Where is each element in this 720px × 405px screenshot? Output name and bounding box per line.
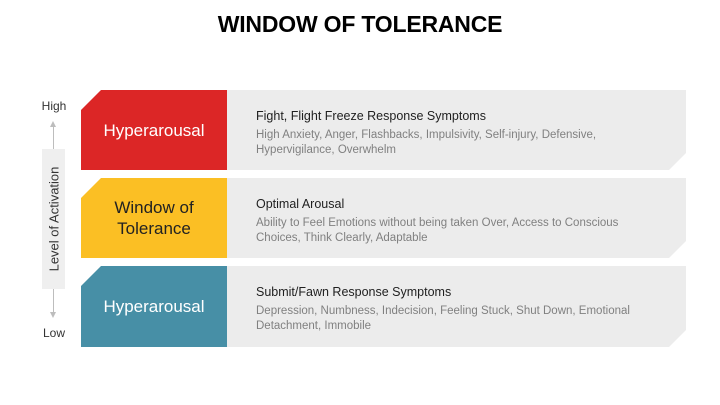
axis-low-label: Low <box>42 326 65 340</box>
axis-line-top <box>53 125 54 149</box>
zone-description-block: Submit/Fawn Response Symptoms Depression… <box>227 266 686 347</box>
zone-label: Hyperarousal <box>103 297 205 316</box>
axis-label-box <box>42 149 65 289</box>
zone-description-block: Fight, Flight Freeze Response Symptoms H… <box>227 90 686 170</box>
axis-line-bottom <box>53 289 54 313</box>
zone-description: Ability to Feel Emotions without being t… <box>256 217 619 244</box>
zone-label-block: Hyperarousal <box>81 90 227 170</box>
zone-description: Depression, Numbness, Indecision, Feelin… <box>256 305 630 332</box>
zone-heading: Optimal Arousal <box>256 197 345 211</box>
axis-label: Level of Activation <box>46 166 61 272</box>
zone-label: Window of Tolerance <box>114 198 194 238</box>
zone-row-hypoarousal: Hyperarousal Submit/Fawn Response Sympto… <box>81 266 686 347</box>
arrow-down-icon <box>50 312 56 318</box>
zone-heading: Submit/Fawn Response Symptoms <box>256 285 452 299</box>
zone-row-hyperarousal: Hyperarousal Fight, Flight Freeze Respon… <box>81 90 686 170</box>
zone-label-block: Window of Tolerance <box>81 178 227 258</box>
zone-row-window-of-tolerance: Window of Tolerance Optimal Arousal Abil… <box>81 178 686 258</box>
zone-label-block: Hyperarousal <box>81 266 227 347</box>
zone-description-block: Optimal Arousal Ability to Feel Emotions… <box>227 178 686 258</box>
page-title: WINDOW OF TOLERANCE <box>217 11 503 37</box>
zone-heading: Fight, Flight Freeze Response Symptoms <box>256 109 486 123</box>
arrow-up-icon <box>50 121 56 127</box>
zone-label: Hyperarousal <box>103 120 205 140</box>
axis-high-label: High <box>41 99 67 113</box>
zone-description: High Anxiety, Anger, Flashbacks, Impulsi… <box>256 129 597 156</box>
